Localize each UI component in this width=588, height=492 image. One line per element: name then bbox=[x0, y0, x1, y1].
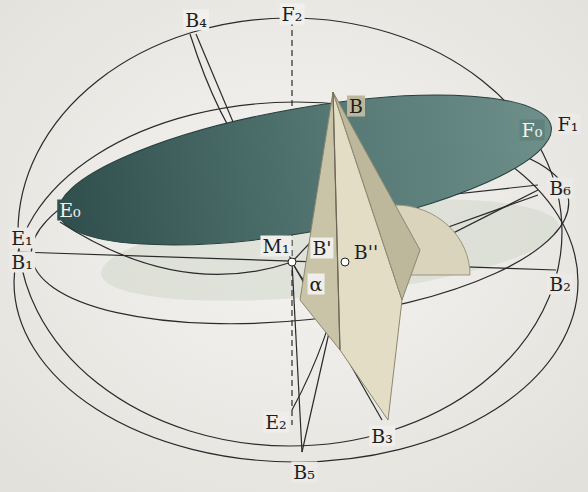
upper-ellipse bbox=[18, 18, 562, 446]
plane-left bbox=[300, 92, 340, 350]
point-label: B₆ bbox=[547, 178, 573, 199]
point-label: B₃ bbox=[369, 426, 395, 447]
point-label: B₁ bbox=[9, 252, 35, 273]
point-label: E₀ bbox=[57, 200, 83, 221]
green-ellipse-sheet bbox=[48, 66, 562, 275]
point-label: B'' bbox=[352, 242, 380, 263]
point-label: B₄ bbox=[183, 10, 209, 31]
point-label: B₂ bbox=[547, 274, 573, 295]
point-label: B' bbox=[310, 238, 333, 259]
point-label: E₂ bbox=[263, 412, 289, 433]
point-label: F₀ bbox=[520, 120, 545, 141]
point-label: F₁ bbox=[556, 114, 581, 135]
point-label: F₂ bbox=[280, 3, 305, 24]
plane-edge bbox=[333, 92, 340, 350]
point-label: B₅ bbox=[291, 462, 317, 483]
point-label: α bbox=[308, 274, 325, 295]
point-label: B bbox=[347, 96, 365, 117]
point-dot bbox=[288, 258, 296, 266]
point-label: M₁ bbox=[260, 236, 291, 257]
construction-line bbox=[292, 262, 302, 452]
plane-right bbox=[333, 92, 420, 300]
construction-line bbox=[440, 195, 538, 230]
point-label: E₁ bbox=[9, 228, 35, 249]
point-dot bbox=[341, 258, 349, 266]
